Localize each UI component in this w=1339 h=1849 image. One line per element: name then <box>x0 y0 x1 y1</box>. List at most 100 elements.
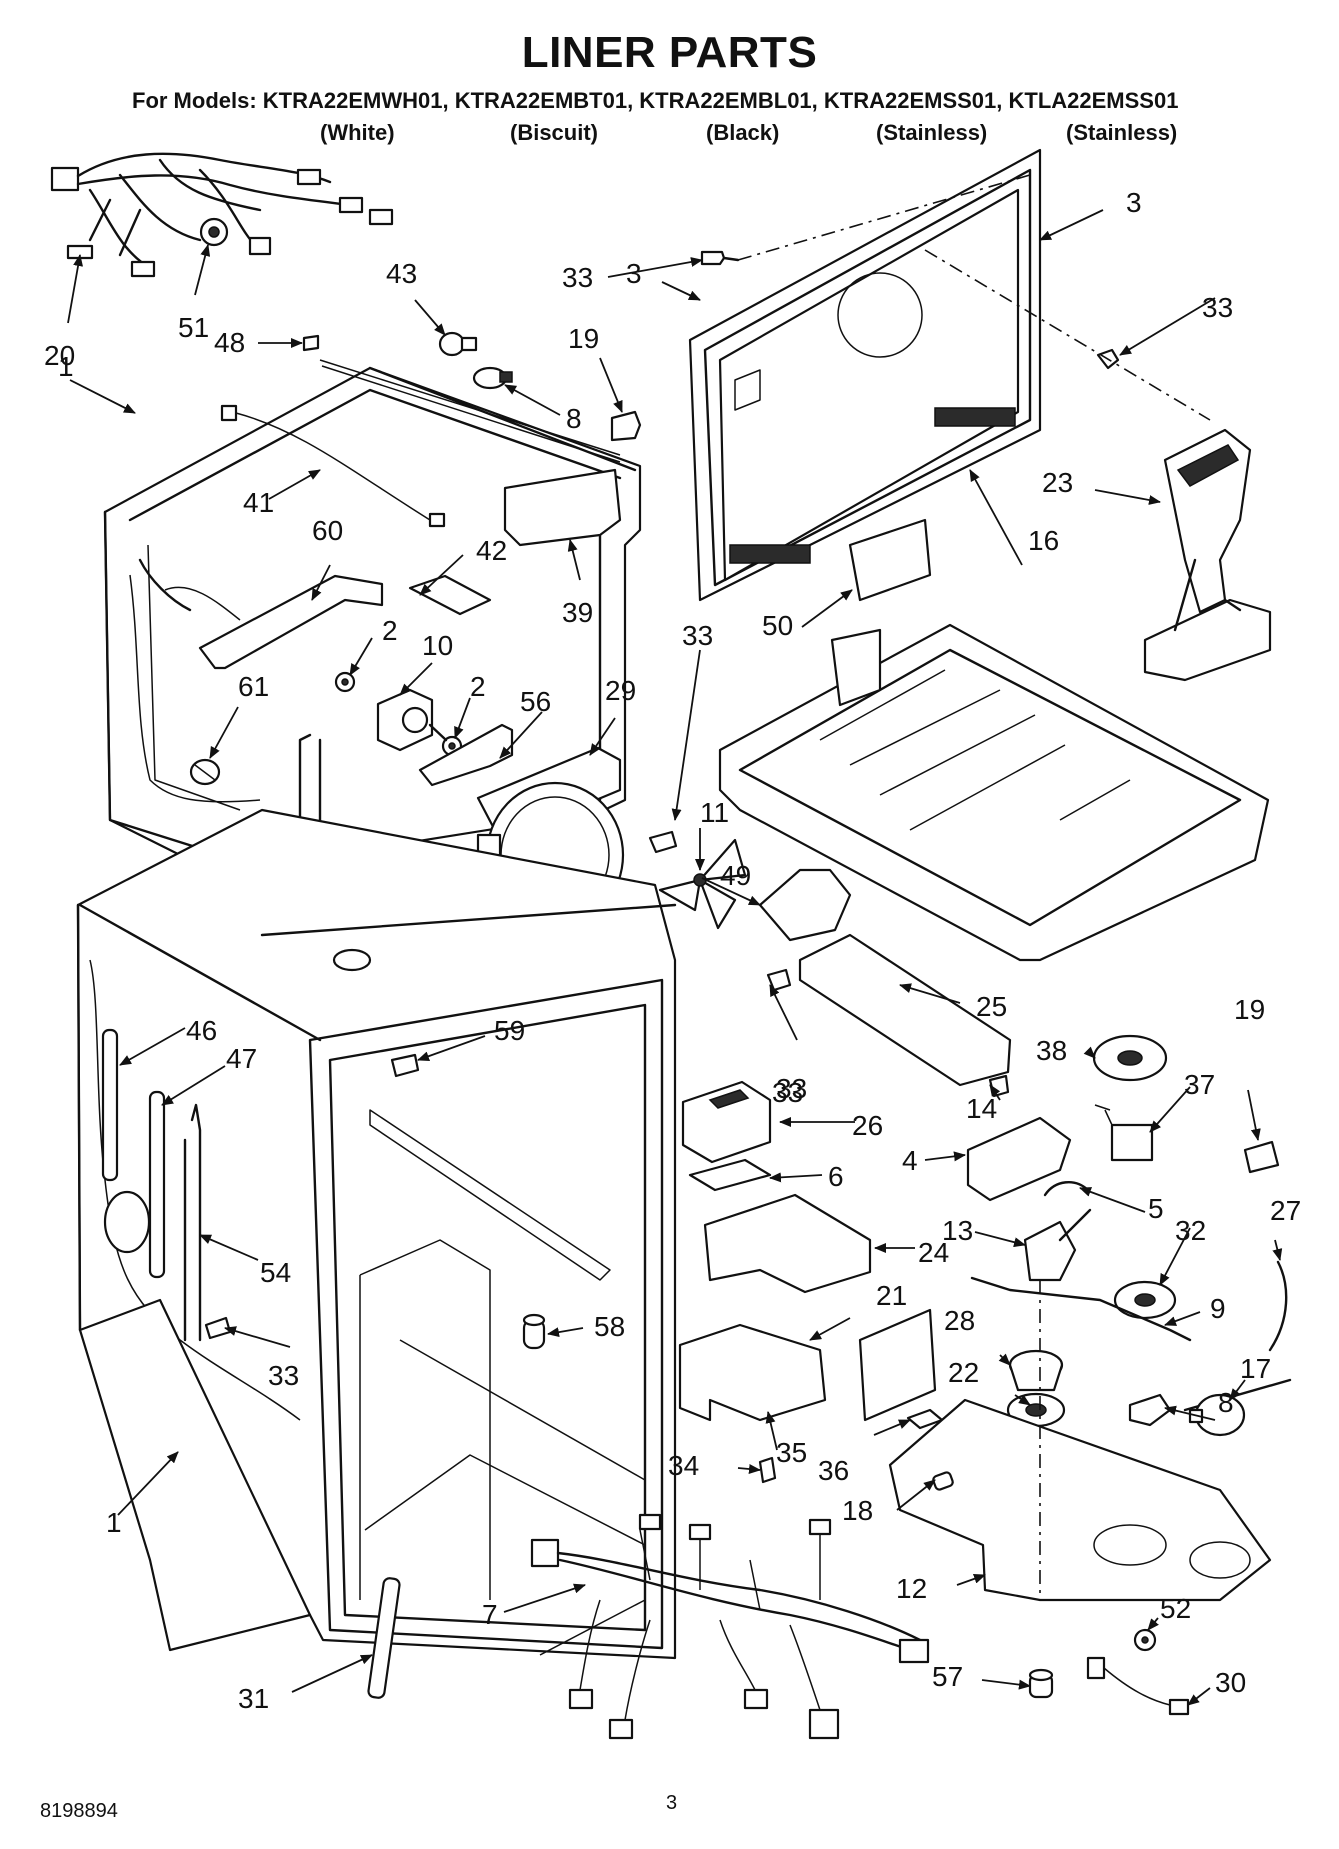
screw-2-upper <box>334 671 356 693</box>
finish-stainless-1: (Stainless) <box>876 120 988 145</box>
callout: 33 <box>776 1073 807 1104</box>
finish-biscuit: (Biscuit) <box>510 120 598 145</box>
callout: 50 <box>762 610 793 641</box>
callout: 25 <box>976 991 1007 1022</box>
callout: 58 <box>594 1311 625 1342</box>
gear-38 <box>1092 1034 1168 1082</box>
knob-61 <box>189 758 221 786</box>
callout: 8 <box>566 403 582 434</box>
callout: 46 <box>186 1015 217 1046</box>
callout: 6 <box>828 1161 844 1192</box>
control-housing-26 <box>681 1080 772 1164</box>
callout: 39 <box>562 597 593 628</box>
finish-white: (White) <box>320 120 395 145</box>
callout: 16 <box>1028 525 1059 556</box>
gear-32 <box>1113 1280 1177 1320</box>
callout: 52 <box>1160 1593 1191 1624</box>
callout: 8 <box>1218 1387 1234 1418</box>
control-board-4 <box>966 1116 1072 1202</box>
callout: 4 <box>902 1145 918 1176</box>
callout: 36 <box>818 1455 849 1486</box>
callout: 11 <box>700 797 729 828</box>
motor-37 <box>1094 1104 1154 1162</box>
motor-assembly-13 <box>1023 1208 1092 1282</box>
model-list: For Models: KTRA22EMWH01, KTRA22EMBT01, … <box>132 88 1179 113</box>
bracket-56 <box>418 723 514 787</box>
freezer-floor-pan <box>718 623 1270 962</box>
leader-arrows <box>67 209 1283 1706</box>
callout: 21 <box>876 1280 907 1311</box>
callout: 26 <box>852 1110 883 1141</box>
callout: 29 <box>605 675 636 706</box>
clip-59 <box>390 1053 420 1078</box>
callout: 37 <box>1184 1069 1215 1100</box>
callout: 30 <box>1215 1667 1246 1698</box>
finish-stainless-2: (Stainless) <box>1066 120 1178 145</box>
light-harness-41 <box>220 404 446 528</box>
callout: 47 <box>226 1043 257 1074</box>
callout: 57 <box>932 1661 963 1692</box>
bumper-58 <box>522 1313 546 1350</box>
callout-labels: 1 1 2 2 3 3 4 5 6 7 8 8 9 10 11 12 13 14… <box>44 187 1301 1714</box>
callout: 28 <box>944 1305 975 1336</box>
screw-33-top <box>700 174 1031 266</box>
light-socket-8-upper <box>472 366 513 390</box>
cover-21 <box>678 1323 827 1422</box>
callout: 24 <box>918 1237 949 1268</box>
nut-52 <box>1133 1628 1157 1652</box>
callout: 59 <box>494 1015 525 1046</box>
finish-black: (Black) <box>706 120 780 145</box>
callout: 35 <box>776 1437 807 1468</box>
gasket-6 <box>688 1158 772 1192</box>
callout: 3 <box>1126 187 1142 218</box>
callout: 43 <box>386 258 417 289</box>
channel-25 <box>798 933 1012 1087</box>
wiring-harness-30 <box>1086 1656 1190 1716</box>
callout: 1 <box>106 1507 122 1538</box>
drain-tube-27 <box>1268 1260 1288 1352</box>
housing-24 <box>703 1193 872 1294</box>
fresh-food-liner <box>76 808 677 1660</box>
air-duct-39 <box>503 468 622 547</box>
light-switch-19-lower <box>1243 1140 1280 1174</box>
callout: 27 <box>1270 1195 1301 1226</box>
page-title: LINER PARTS <box>521 28 818 77</box>
document-number: 8198894 <box>40 1800 118 1822</box>
callout: 33 <box>682 620 713 651</box>
insulation-35 <box>858 1308 937 1422</box>
callout: 49 <box>720 860 751 891</box>
callout: 60 <box>312 515 343 546</box>
callout: 17 <box>1240 1353 1271 1384</box>
callout: 56 <box>520 686 551 717</box>
callout: 12 <box>896 1573 927 1604</box>
callout: 32 <box>1175 1215 1206 1246</box>
callout: 18 <box>842 1495 873 1526</box>
fan-blade-11 <box>658 838 747 930</box>
plug-57 <box>1028 1668 1054 1699</box>
callout: 13 <box>942 1215 973 1246</box>
wiring-harness-upper <box>50 152 394 278</box>
fan-bracket-49 <box>758 868 852 942</box>
screw-33-right <box>924 249 1211 421</box>
callout: 7 <box>482 1599 498 1630</box>
light-bulb-43 <box>438 331 478 357</box>
light-bulb-17 <box>1188 1393 1246 1437</box>
linkage-9 <box>970 1276 1192 1342</box>
callout: 38 <box>1036 1035 1067 1066</box>
callout: 2 <box>470 671 486 702</box>
air-tower-23 <box>1143 428 1272 682</box>
callout: 23 <box>1042 467 1073 498</box>
light-switch-19-upper <box>610 410 642 442</box>
callout: 34 <box>668 1450 699 1481</box>
callout: 22 <box>948 1357 979 1388</box>
callout: 33 <box>268 1360 299 1391</box>
callout: 20 <box>44 340 75 371</box>
screw-34 <box>758 1456 777 1484</box>
wiring-harness-7 <box>530 1513 930 1740</box>
callout: 9 <box>1210 1293 1226 1324</box>
callout: 33 <box>1202 292 1233 323</box>
callout: 14 <box>966 1093 997 1124</box>
tube-47 <box>148 1090 166 1279</box>
bracket-60 <box>198 574 384 670</box>
